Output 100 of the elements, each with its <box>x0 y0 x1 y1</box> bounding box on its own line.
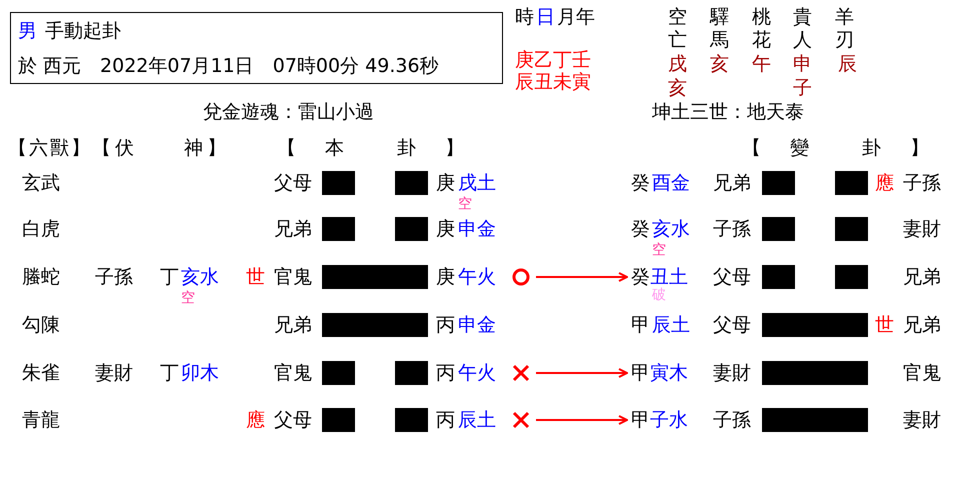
label-text: 辰土 <box>458 409 496 431</box>
branch-text: 寅木 <box>650 362 688 384</box>
label-text: 辰丑未寅 <box>515 71 591 93</box>
label-text: 申金 <box>458 314 496 336</box>
label-text: 日 <box>536 6 555 28</box>
label-text: 空 <box>668 6 687 28</box>
label-text: 官鬼 <box>274 362 312 384</box>
label-text: 刃 <box>835 29 854 51</box>
label-text: 世 <box>875 314 894 336</box>
label-text: 庚 <box>436 218 455 240</box>
label-text: 時 <box>515 6 534 28</box>
stem-text: 甲 <box>631 409 650 431</box>
label-text: 辰 <box>838 53 857 75</box>
label-text: 勾陳 <box>22 314 60 336</box>
label-text: 兌金遊魂：雷山小過 <box>203 101 374 123</box>
label-text: 妻財 <box>903 409 941 431</box>
label-text: 桃 <box>752 6 771 28</box>
label-text: 亡 <box>668 29 687 51</box>
label-text: 妻財 <box>95 362 133 384</box>
arrow <box>536 368 628 378</box>
stem-text: 甲 <box>631 362 650 384</box>
label-text: 子孫 <box>903 172 941 194</box>
label-text: 戌 <box>668 53 687 75</box>
note-text: 空 <box>458 196 472 212</box>
label-text: 兄弟 <box>274 314 312 336</box>
label-text: 父母 <box>713 266 751 288</box>
label-text: 馬 <box>710 29 729 51</box>
arrow <box>536 272 628 282</box>
branch-text: 子水 <box>650 409 688 431</box>
label-text: 癸 <box>631 218 650 240</box>
branch-text: 丑土 <box>650 266 688 288</box>
date-text: 於 西元 2022年07月11日 07時00分 49.36秒 <box>18 54 439 79</box>
label-text: 官鬼 <box>903 362 941 384</box>
arrow <box>536 415 628 425</box>
label-text: 戌土 <box>458 172 496 194</box>
label-text: 父母 <box>274 172 312 194</box>
cross-mark <box>512 364 530 382</box>
label-text: 兄弟 <box>903 314 941 336</box>
label-text: 辰土 <box>652 314 690 336</box>
label-text: 亥 <box>710 53 729 75</box>
label-text: 子孫 <box>713 218 751 240</box>
label-text: 申 <box>793 53 812 75</box>
label-text: 父母 <box>274 409 312 431</box>
label-text: 羊 <box>835 6 854 28</box>
label-text: 甲 <box>631 314 650 336</box>
header-box <box>10 12 503 84</box>
label-text: 丙 <box>436 409 455 431</box>
label-text: 官鬼 <box>274 266 312 288</box>
label-text: 【伏 神】 <box>92 137 230 159</box>
label-text: 人 <box>793 29 812 51</box>
gender-text: 男 <box>18 19 37 44</box>
label-text: 花 <box>752 29 771 51</box>
note-text: 破 <box>652 287 666 303</box>
note-text: 空 <box>652 242 666 258</box>
circle-mark <box>512 268 530 286</box>
label-text: 庚 <box>436 172 455 194</box>
label-text: 坤土三世：地天泰 <box>652 101 804 123</box>
label-text: 兄弟 <box>713 172 751 194</box>
label-text: 應 <box>875 172 894 194</box>
label-text: 朱雀 <box>22 362 60 384</box>
label-text: 酉金 <box>652 172 690 194</box>
label-text: 【六獸】 <box>8 137 92 159</box>
label-text: 妻財 <box>903 218 941 240</box>
label-text: 【 變 卦 】 <box>742 137 934 159</box>
label-text: 應 <box>246 409 265 431</box>
label-text: 亥 <box>668 77 687 99</box>
label-text: 子 <box>793 77 812 99</box>
label-text: 卯木 <box>181 362 219 384</box>
label-text: 螣蛇 <box>22 266 60 288</box>
label-text: 午火 <box>458 362 496 384</box>
label-text: 貴 <box>793 6 812 28</box>
note-text: 空 <box>181 290 195 306</box>
label-text: 丁 <box>160 266 179 288</box>
label-text: 驛 <box>710 6 729 28</box>
label-text: 庚乙丁壬 <box>515 49 591 71</box>
label-text: 子孫 <box>713 409 751 431</box>
label-text: 子孫 <box>95 266 133 288</box>
method-text: 手動起卦 <box>45 19 121 44</box>
label-text: 午 <box>752 53 771 75</box>
label-text: 白虎 <box>22 218 60 240</box>
stem-text: 癸 <box>631 266 650 288</box>
label-text: 父母 <box>713 314 751 336</box>
label-text: 申金 <box>458 218 496 240</box>
label-text: 兄弟 <box>903 266 941 288</box>
label-text: 【 本 卦 】 <box>277 137 469 159</box>
label-text: 亥水 <box>652 218 690 240</box>
label-text: 玄武 <box>22 172 60 194</box>
label-text: 丙 <box>436 362 455 384</box>
label-text: 庚 <box>436 266 455 288</box>
label-text: 亥水 <box>181 266 219 288</box>
label-text: 兄弟 <box>274 218 312 240</box>
label-text: 午火 <box>458 266 496 288</box>
label-text: 丁 <box>160 362 179 384</box>
label-text: 青龍 <box>22 409 60 431</box>
cross-mark <box>512 412 530 428</box>
label-text: 世 <box>246 266 265 288</box>
label-text: 月年 <box>557 6 595 28</box>
label-text: 癸 <box>631 172 650 194</box>
label-text: 丙 <box>436 314 455 336</box>
label-text: 妻財 <box>713 362 751 384</box>
